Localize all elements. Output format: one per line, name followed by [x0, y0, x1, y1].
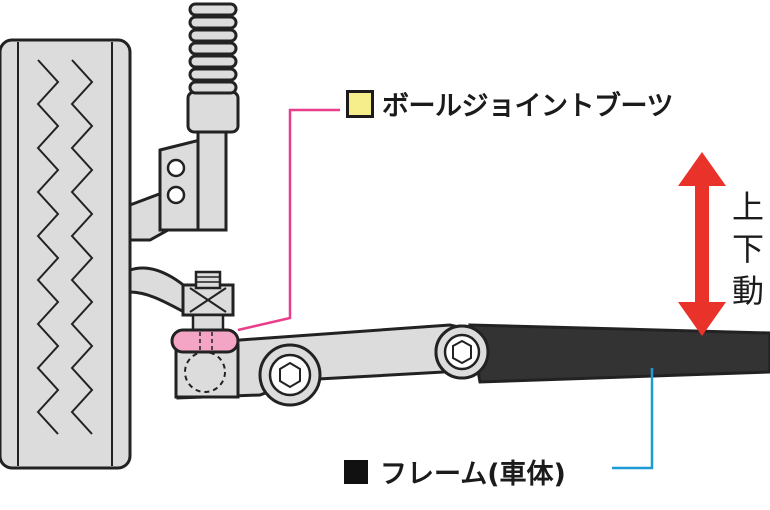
frame-marker-square	[344, 459, 368, 484]
vertical-motion-label: 上 下 動	[728, 186, 768, 312]
hex-bolt-icon	[279, 361, 301, 389]
spring-coil	[188, 41, 238, 56]
ball-joint-boot-text: ボールジョイントブーツ	[382, 91, 673, 122]
spring-coil	[188, 54, 238, 69]
tire	[0, 38, 132, 470]
spring-coil	[188, 2, 238, 17]
boot-leader-line	[237, 108, 340, 332]
frame-text: フレーム(車体)	[380, 459, 566, 490]
spring-coil	[188, 28, 238, 43]
upper-knuckle-arm	[128, 138, 207, 242]
up-down-arrow-icon	[678, 152, 726, 336]
ball-joint-boot-label: ボールジョイントブーツ	[346, 84, 673, 123]
spring-coil	[188, 67, 238, 82]
vertical-motion-char-2: 下	[731, 230, 764, 268]
vehicle-frame	[434, 323, 770, 384]
vertical-motion-char-1: 上	[731, 188, 764, 226]
frame-leader-line	[612, 368, 654, 470]
spring-coil	[188, 15, 238, 30]
shock-absorber	[186, 2, 240, 232]
ball-joint-boot-marker-square	[346, 89, 374, 118]
ball-joint-boot	[170, 328, 240, 354]
frame-label: フレーム(車体)	[344, 452, 566, 491]
vertical-motion-char-3: 動	[731, 272, 764, 310]
ball-joint	[170, 270, 240, 399]
spring-coil	[188, 80, 238, 95]
